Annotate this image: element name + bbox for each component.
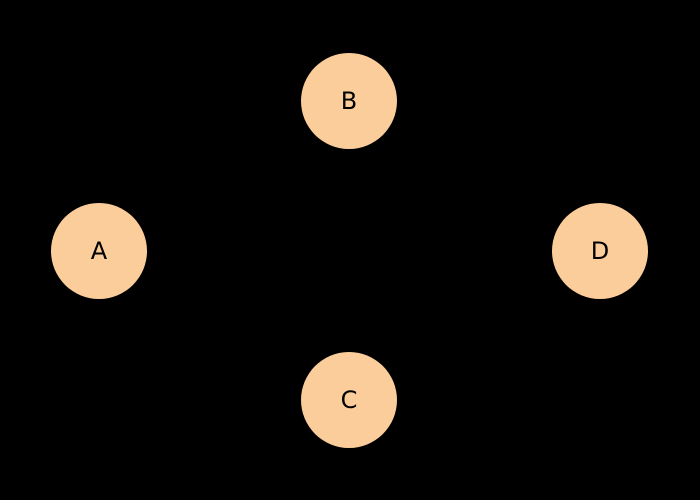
graph-node-c[interactable]: C bbox=[301, 352, 397, 448]
graph-edge-b-d bbox=[348, 100, 601, 252]
node-circle-d[interactable] bbox=[552, 203, 648, 299]
node-label-a: A bbox=[91, 237, 108, 265]
edges-layer bbox=[98, 100, 601, 401]
node-label-c: C bbox=[341, 386, 358, 414]
graph-edge-c-d bbox=[348, 250, 601, 401]
graph-node-d[interactable]: D bbox=[552, 203, 648, 299]
graph-node-b[interactable]: B bbox=[301, 53, 397, 149]
node-label-b: B bbox=[341, 87, 357, 115]
node-circle-b[interactable] bbox=[301, 53, 397, 149]
graph-edge-a-b bbox=[98, 100, 350, 252]
nodes-layer: A B C D bbox=[51, 53, 648, 448]
node-circle-a[interactable] bbox=[51, 203, 147, 299]
graph-edge-a-c bbox=[98, 250, 350, 401]
graph-node-a[interactable]: A bbox=[51, 203, 147, 299]
node-label-d: D bbox=[591, 237, 609, 265]
node-circle-c[interactable] bbox=[301, 352, 397, 448]
